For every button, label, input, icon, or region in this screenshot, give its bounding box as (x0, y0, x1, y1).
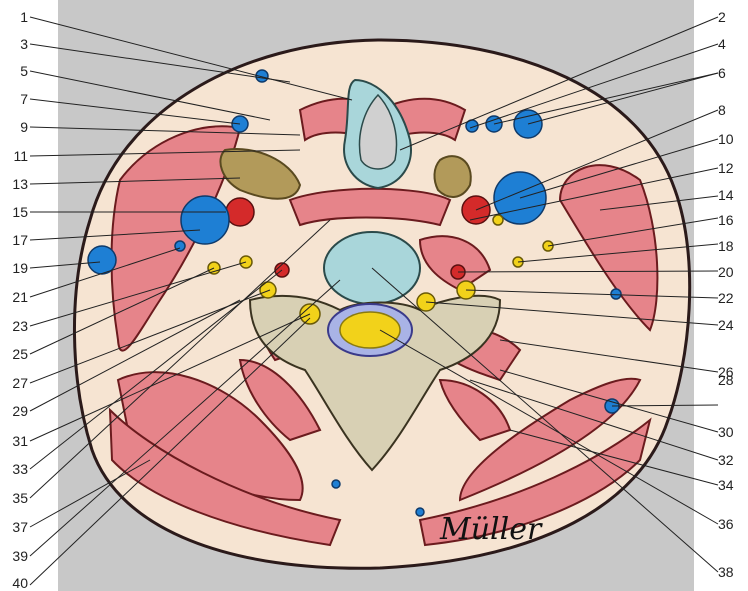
label-22: 22 (718, 290, 744, 306)
label-14: 14 (718, 187, 744, 203)
label-20: 20 (718, 264, 744, 280)
label-32: 32 (718, 452, 744, 468)
label-19: 19 (4, 260, 28, 276)
label-40: 40 (4, 575, 28, 591)
label-36: 36 (718, 516, 744, 532)
label-2: 2 (718, 9, 744, 25)
label-7: 7 (4, 91, 28, 107)
label-38: 38 (718, 564, 744, 580)
label-10: 10 (718, 131, 744, 147)
label-39: 39 (4, 548, 28, 564)
label-3: 3 (4, 36, 28, 52)
label-18: 18 (718, 238, 744, 254)
label-30: 30 (718, 424, 744, 440)
label-15: 15 (4, 204, 28, 220)
label-35: 35 (4, 490, 28, 506)
label-1: 1 (4, 9, 28, 25)
label-23: 23 (4, 318, 28, 334)
label-28: 28 (718, 372, 744, 388)
label-31: 31 (4, 433, 28, 449)
label-16: 16 (718, 212, 744, 228)
label-5: 5 (4, 63, 28, 79)
label-11: 11 (4, 148, 28, 164)
label-21: 21 (4, 289, 28, 305)
label-34: 34 (718, 477, 744, 493)
label-25: 25 (4, 346, 28, 362)
label-9: 9 (4, 119, 28, 135)
label-27: 27 (4, 375, 28, 391)
label-6: 6 (718, 65, 744, 81)
label-37: 37 (4, 519, 28, 535)
label-33: 33 (4, 461, 28, 477)
artist-signature: Müller (440, 512, 541, 547)
label-29: 29 (4, 403, 28, 419)
label-13: 13 (4, 176, 28, 192)
label-4: 4 (718, 36, 744, 52)
label-17: 17 (4, 232, 28, 248)
label-24: 24 (718, 317, 744, 333)
label-12: 12 (718, 160, 744, 176)
label-8: 8 (718, 102, 744, 118)
